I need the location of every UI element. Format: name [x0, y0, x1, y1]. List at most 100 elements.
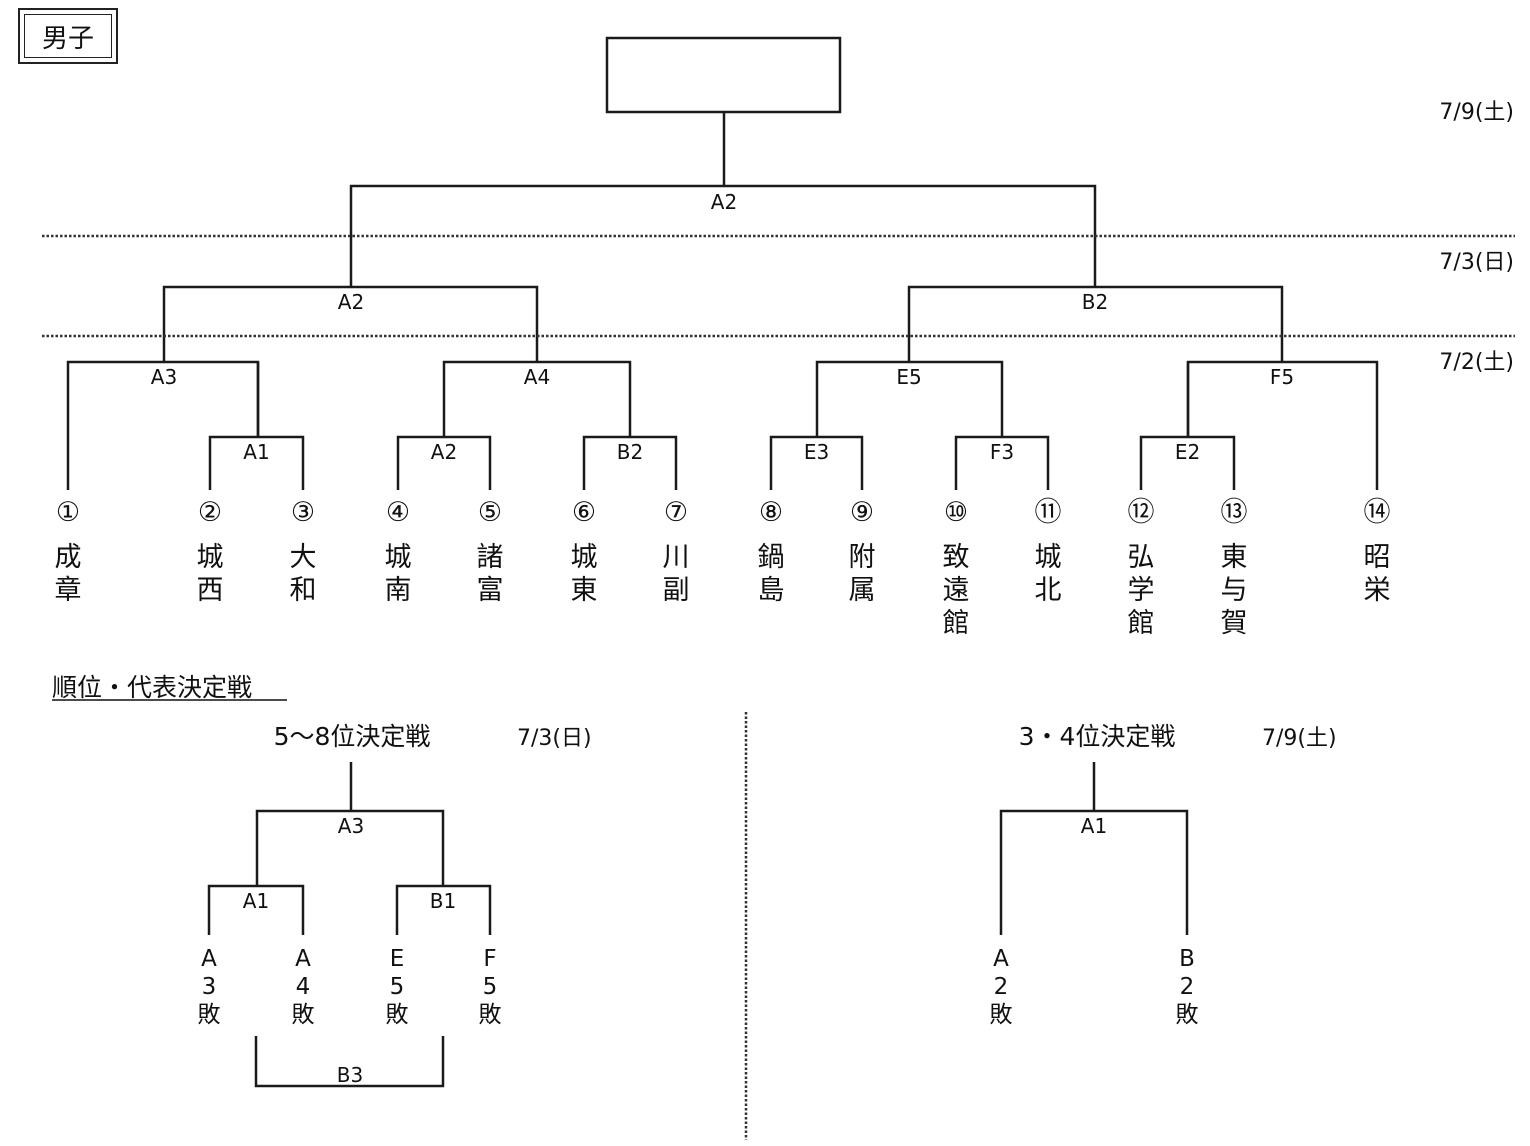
match-label-r1-1: A1: [243, 440, 269, 464]
team-name-2-char-1: 西: [197, 575, 224, 606]
semi-right-bracket: [907, 285, 1284, 362]
b58-entry-2-char-0: A: [295, 946, 311, 972]
b58-entry-1-char-1: 3: [202, 974, 217, 1000]
b58-left-label: A1: [243, 889, 269, 913]
match-label-qf2: A4: [524, 365, 550, 389]
team-name-1-char-0: 成: [55, 542, 82, 573]
team-name-10-char-1: 遠: [943, 575, 970, 606]
b34-date: 7/9(土): [1262, 726, 1337, 751]
team-seed-5: ⑤: [478, 497, 502, 528]
r1-bracket-6: [1139, 435, 1236, 490]
team-seed-12: ⑫: [1128, 497, 1155, 528]
team-seed-9: ⑨: [850, 497, 874, 528]
team-seed-7: ⑦: [664, 497, 688, 528]
b58-left-bracket: [207, 884, 305, 935]
b34-title: 3・4位決定戦: [1019, 722, 1176, 751]
match-label-r1-2: A2: [431, 440, 457, 464]
b58-losers-label: B3: [337, 1063, 363, 1087]
team-seed-13: ⑬: [1221, 497, 1248, 528]
b58-entry-4-char-2: 敗: [479, 1002, 502, 1028]
b34-entry-1-char-2: 敗: [990, 1002, 1013, 1028]
b34-entry-1-char-1: 2: [994, 974, 1009, 1000]
team-name-8-char-0: 鍋: [758, 542, 785, 573]
match-label-qf3: E5: [896, 365, 921, 389]
match-label-final: A2: [711, 190, 737, 214]
team-name-9-char-1: 属: [849, 575, 876, 606]
team-name-4-char-1: 南: [385, 575, 412, 606]
match-label-r1-4: E3: [804, 440, 829, 464]
category-label-box: 男子: [18, 8, 118, 64]
b34-entry-2-char-0: B: [1179, 946, 1195, 972]
r1-bracket-3: [582, 435, 678, 490]
match-label-qf4: F5: [1270, 365, 1294, 389]
match-label-semi-left: A2: [338, 290, 364, 314]
team-name-14-char-1: 栄: [1364, 575, 1391, 606]
team-seed-2: ②: [198, 497, 222, 528]
team-name-3-char-0: 大: [290, 542, 317, 573]
team-seed-1: ①: [56, 497, 80, 528]
qf3-bracket: [815, 360, 1004, 437]
team-name-11-char-1: 北: [1035, 575, 1062, 606]
team-seed-10: ⑩: [944, 497, 968, 528]
team-seed-14: ⑭: [1364, 497, 1391, 528]
match-label-r1-3: B2: [617, 440, 643, 464]
b58-entry-3-char-2: 敗: [386, 1002, 409, 1028]
date-label-1: 7/9(土): [1439, 100, 1514, 125]
team-name-2-char-0: 城: [197, 542, 224, 573]
match-label-qf1: A3: [151, 365, 177, 389]
b58-entry-1-char-0: A: [201, 946, 217, 972]
b58-right-bracket: [395, 884, 492, 935]
team-name-4-char-0: 城: [385, 542, 412, 573]
b58-entry-4-char-1: 5: [483, 974, 498, 1000]
match-label-semi-right: B2: [1082, 290, 1108, 314]
team-name-5-char-0: 諸: [477, 542, 504, 573]
champion-box: [605, 36, 842, 114]
match-label-r1-5: F3: [990, 440, 1014, 464]
team-name-11-char-0: 城: [1035, 542, 1062, 573]
team-name-13-char-0: 東: [1221, 542, 1248, 573]
r1-bracket-1: [208, 435, 305, 490]
b58-title: 5～8位決定戦: [274, 722, 431, 751]
qf2-bracket: [442, 360, 632, 437]
team-name-7-char-1: 副: [663, 575, 690, 606]
team-seed-6: ⑥: [572, 497, 596, 528]
b58-entry-4-char-0: F: [483, 946, 496, 972]
b58-entry-2-char-2: 敗: [292, 1002, 315, 1028]
team-name-13-char-1: 与: [1221, 575, 1248, 606]
b58-entry-3-char-1: 5: [390, 974, 405, 1000]
b34-bracket: [999, 809, 1189, 935]
b34-entry-2-char-2: 敗: [1176, 1002, 1199, 1028]
b58-entry-2-char-1: 4: [296, 974, 311, 1000]
team-name-1-char-1: 章: [55, 575, 82, 606]
team-seed-4: ④: [386, 497, 410, 528]
team-name-12-char-1: 学: [1128, 575, 1155, 606]
placement-heading: 順位・代表決定戦: [52, 673, 252, 702]
b34-entry-1-char-0: A: [993, 946, 1009, 972]
team-name-5-char-1: 富: [477, 575, 504, 606]
b34-entry-2-char-1: 2: [1180, 974, 1195, 1000]
b34-label: A1: [1081, 814, 1107, 838]
team-name-13-char-2: 賀: [1221, 608, 1248, 639]
team-name-12-char-0: 弘: [1128, 542, 1155, 573]
b58-final-bracket: [255, 809, 445, 886]
date-label-2: 7/3(日): [1439, 250, 1514, 275]
b58-entry-3-char-0: E: [390, 946, 405, 972]
date-label-3: 7/2(土): [1439, 350, 1514, 375]
team-seed-11: ⑪: [1035, 497, 1062, 528]
match-label-r1-6: E2: [1175, 440, 1200, 464]
category-label: 男子: [24, 14, 112, 58]
bracket-lines: [42, 36, 1515, 1140]
r1-bracket-4: [769, 435, 864, 490]
team-name-14-char-0: 昭: [1364, 542, 1391, 573]
b58-date: 7/3(日): [517, 726, 592, 751]
b58-entry-1-char-2: 敗: [198, 1002, 221, 1028]
b58-losers-bracket: [254, 1036, 445, 1088]
b58-final-label: A3: [338, 814, 364, 838]
semi-left-bracket: [162, 285, 539, 362]
team-name-12-char-2: 館: [1128, 608, 1155, 639]
team-seed-8: ⑧: [759, 497, 783, 528]
team-seed-3: ③: [291, 497, 315, 528]
team-name-6-char-0: 城: [571, 542, 598, 573]
